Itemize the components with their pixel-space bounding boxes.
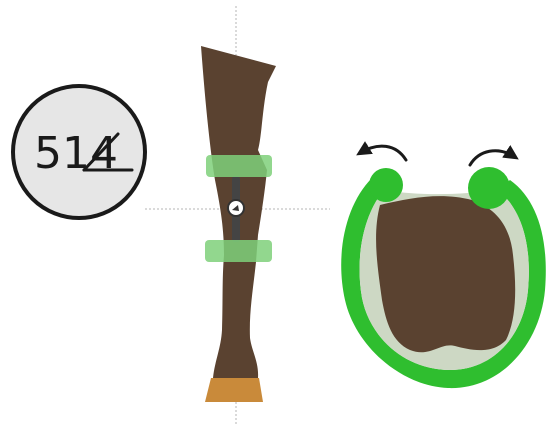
hoof (205, 378, 263, 402)
right-heel-handle[interactable] (468, 167, 510, 209)
lower-band (205, 240, 272, 262)
angle-badge: 514 (13, 86, 145, 218)
upper-band (206, 155, 272, 177)
hoof-sole-view (341, 146, 546, 388)
frog (376, 196, 515, 352)
left-heel-handle[interactable] (369, 168, 403, 202)
hinge-icon (228, 200, 244, 216)
rotate-left-arrow-icon (360, 146, 406, 160)
rotate-right-arrow-icon (470, 151, 515, 165)
